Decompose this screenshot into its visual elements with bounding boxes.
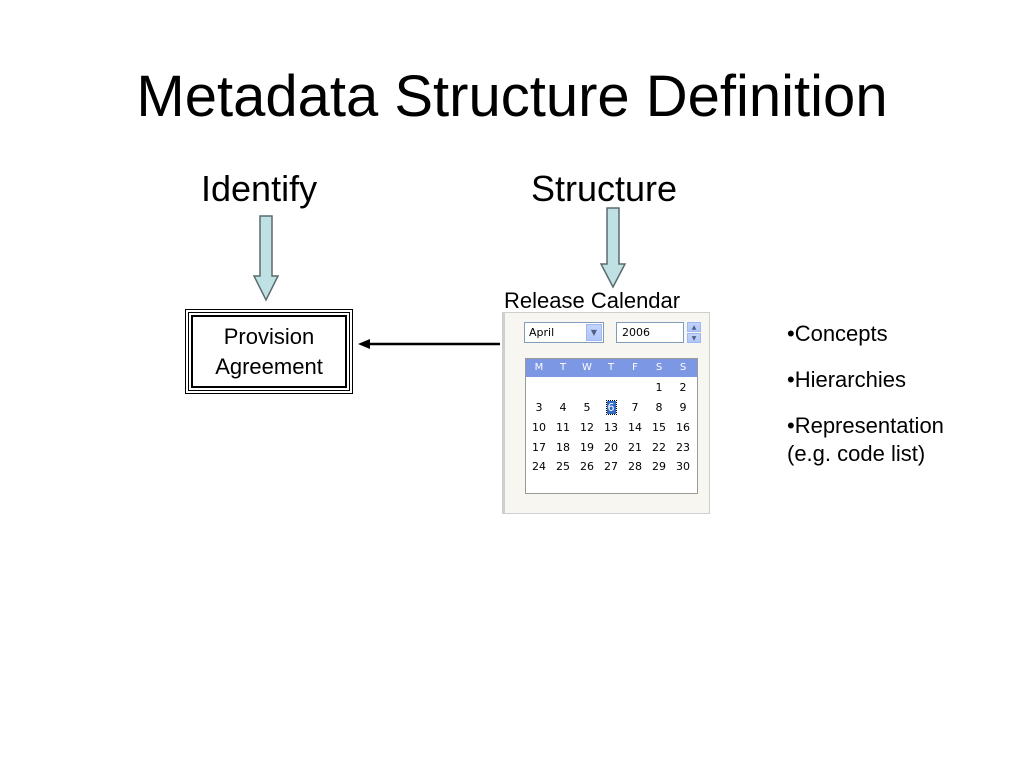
weekday-label: S: [679, 362, 687, 373]
calendar-day[interactable]: 12: [580, 421, 594, 434]
bullet-hierarchies: •Hierarchies: [787, 367, 906, 392]
calendar-day[interactable]: 26: [580, 460, 594, 473]
chevron-down-icon[interactable]: ▼: [586, 324, 602, 341]
provision-agreement-label: Provision Agreement: [191, 315, 347, 388]
calendar-day[interactable]: 18: [556, 441, 570, 454]
calendar-day[interactable]: 24: [532, 460, 546, 473]
spin-down-icon[interactable]: ▼: [687, 333, 701, 343]
calendar-day[interactable]: 30: [676, 460, 690, 473]
calendar-day[interactable]: 11: [556, 421, 570, 434]
calendar-day[interactable]: 10: [532, 421, 546, 434]
weekday-label: T: [607, 362, 615, 373]
bullet-concepts: •Concepts: [787, 321, 888, 346]
month-value: April: [529, 326, 555, 339]
provision-agreement-box: Provision Agreement: [185, 309, 353, 394]
calendar-day[interactable]: 15: [652, 421, 666, 434]
calendar-day[interactable]: 22: [652, 441, 666, 454]
structure-heading: Structure: [531, 168, 678, 209]
calendar-day[interactable]: 9: [679, 401, 687, 414]
calendar-day[interactable]: 20: [604, 441, 618, 454]
year-field[interactable]: 2006: [616, 322, 684, 343]
calendar-day[interactable]: 27: [604, 460, 618, 473]
weekday-label: S: [655, 362, 663, 373]
calendar-day[interactable]: 2: [679, 381, 687, 394]
calendar-day[interactable]: 29: [652, 460, 666, 473]
weekday-label: T: [559, 362, 567, 373]
calendar-day[interactable]: 7: [631, 401, 639, 414]
identify-down-arrow: [252, 215, 280, 302]
calendar-day[interactable]: 16: [676, 421, 690, 434]
calendar-caption: Release Calendar: [504, 288, 681, 313]
slide-title: Metadata Structure Definition: [136, 64, 888, 129]
calendar-day[interactable]: 25: [556, 460, 570, 473]
bullet-representation-note: (e.g. code list): [787, 441, 926, 466]
calendar-day[interactable]: 3: [535, 401, 543, 414]
calendar-day[interactable]: 17: [532, 441, 546, 454]
calendar-day[interactable]: 14: [628, 421, 642, 434]
calendar-day[interactable]: 13: [604, 421, 618, 434]
month-select[interactable]: April ▼: [524, 322, 604, 343]
structure-down-arrow: [599, 207, 627, 289]
bullet-representation: •Representation: [787, 413, 944, 438]
calendar-day-selected[interactable]: 6: [605, 400, 617, 415]
calendar-day[interactable]: 23: [676, 441, 690, 454]
calendar-day[interactable]: 5: [583, 401, 591, 414]
year-value: 2006: [622, 326, 650, 339]
weekday-label: F: [632, 362, 638, 373]
spin-up-icon[interactable]: ▲: [687, 322, 701, 332]
identify-heading: Identify: [201, 168, 318, 209]
calendar-day[interactable]: 1: [655, 381, 663, 394]
weekday-label: W: [582, 362, 592, 373]
calendar-day[interactable]: 8: [655, 401, 663, 414]
calendar-day[interactable]: 21: [628, 441, 642, 454]
weekday-label: M: [534, 362, 544, 373]
year-spinner[interactable]: ▲ ▼: [687, 322, 701, 343]
connector-arrowhead: [358, 339, 370, 349]
calendar-day[interactable]: 4: [559, 401, 567, 414]
calendar-day[interactable]: 28: [628, 460, 642, 473]
calendar-day[interactable]: 19: [580, 441, 594, 454]
